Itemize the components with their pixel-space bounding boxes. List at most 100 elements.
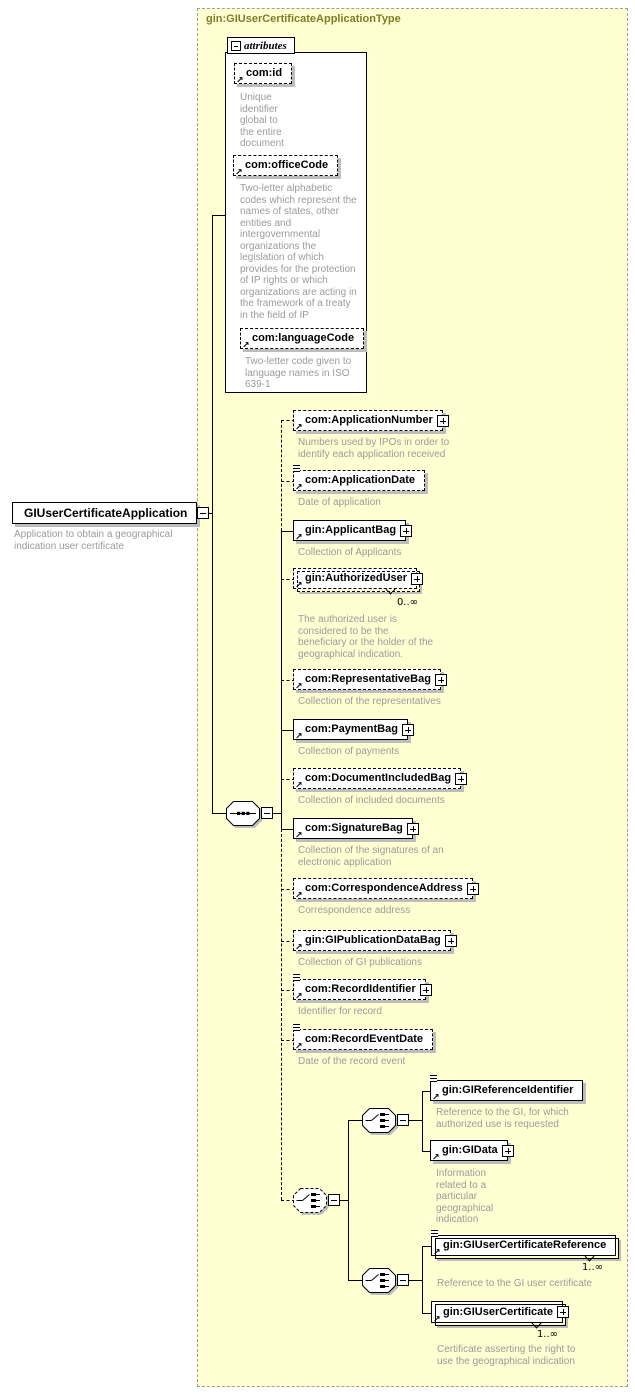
element-doc: Certificate asserting the right to use t… xyxy=(437,1344,576,1367)
element-doc: Collection of the signatures of an elect… xyxy=(298,845,444,868)
element-com-correspondenceaddress[interactable]: com:CorrespondenceAddress xyxy=(293,878,479,901)
attribute-doc: Two-letter alphabetic codes which repres… xyxy=(240,183,357,321)
element-label: GIUserCertificateApplication xyxy=(24,505,188,520)
stub xyxy=(281,481,295,482)
element-com-recordeventdate[interactable]: com:RecordEventDate xyxy=(293,1024,433,1052)
expand-plus-icon[interactable] xyxy=(444,934,457,947)
expand-plus-icon[interactable] xyxy=(400,524,413,537)
ref-arrow-icon xyxy=(295,481,303,493)
connector xyxy=(409,1280,422,1281)
stub xyxy=(281,579,295,580)
ref-arrow-icon xyxy=(295,531,303,543)
choice-node-icon[interactable] xyxy=(362,1108,396,1133)
stub xyxy=(422,1313,432,1314)
element-com-documentincludedbag[interactable]: com:DocumentIncludedBag xyxy=(293,768,468,791)
element-label: com:ApplicationNumber xyxy=(305,414,433,426)
sequence-node-icon[interactable] xyxy=(226,801,260,826)
stub xyxy=(281,941,295,942)
attribute-doc: Two-letter code given to language names … xyxy=(245,356,352,390)
choice-branch-line xyxy=(348,1120,349,1280)
element-label: com:RecordEventDate xyxy=(305,1033,423,1045)
element-gin-applicantbag[interactable]: gin:ApplicantBag xyxy=(293,520,413,543)
connector-spine xyxy=(212,215,213,813)
element-label: com:PaymentBag xyxy=(305,723,398,735)
expand-plus-icon[interactable] xyxy=(436,414,449,427)
expand-plus-icon[interactable] xyxy=(411,572,424,585)
expand-plus-icon[interactable] xyxy=(557,1306,570,1318)
element-label: gin:GIReferenceIdentifier xyxy=(442,1084,574,1096)
ref-arrow-icon xyxy=(295,779,303,791)
element-com-representativebag[interactable]: com:RepresentativeBag xyxy=(293,669,447,692)
element-doc: Reference to the GI, for which authorize… xyxy=(436,1107,569,1130)
element-doc: Collection of included documents xyxy=(298,795,445,806)
attribute-doc: Unique identifier global to the entire d… xyxy=(240,92,284,149)
element-gin-gireferenceidentifier[interactable]: gin:GIReferenceIdentifier xyxy=(430,1075,584,1101)
expand-plus-icon[interactable] xyxy=(419,983,432,996)
trunk-dashed-bottom xyxy=(281,829,282,1200)
element-com-applicationnumber[interactable]: com:ApplicationNumber xyxy=(293,410,449,431)
collapse-minus-icon[interactable] xyxy=(397,1274,409,1286)
element-label: com:RecordIdentifier xyxy=(305,983,416,995)
element-com-applicationdate[interactable]: com:ApplicationDate xyxy=(293,465,426,493)
collapse-minus-icon[interactable] xyxy=(328,1194,340,1206)
stub xyxy=(281,990,295,991)
element-label: gin:GIUserCertificateReference xyxy=(443,1239,607,1251)
attribute-com-officecode[interactable]: com:officeCode xyxy=(233,155,339,178)
text-content-icon xyxy=(293,465,300,472)
ref-arrow-icon xyxy=(295,889,303,901)
connector xyxy=(409,1120,422,1121)
expand-plus-icon[interactable] xyxy=(401,723,414,736)
element-gin-giusercertificate[interactable]: gin:GIUserCertificate xyxy=(431,1301,570,1329)
text-content-icon xyxy=(431,1230,438,1237)
element-gin-authorizeduser[interactable]: gin:AuthorizedUser xyxy=(293,568,424,595)
attributes-panel-header: attributes xyxy=(227,37,295,54)
trunk-dashed-top xyxy=(281,420,282,531)
cardinality: 1..∞ xyxy=(581,1262,603,1273)
collapse-minus-icon[interactable] xyxy=(261,807,273,819)
stub xyxy=(281,680,295,681)
element-gin-gipublicationdatabag[interactable]: gin:GIPublicationDataBag xyxy=(293,930,457,951)
ref-arrow-icon xyxy=(295,680,303,692)
element-doc: Application to obtain a geographical ind… xyxy=(14,529,173,552)
ref-arrow-icon xyxy=(235,166,243,178)
stub xyxy=(348,1120,362,1121)
expand-plus-icon[interactable] xyxy=(406,822,419,835)
cardinality: 1..∞ xyxy=(536,1329,558,1340)
expand-plus-icon[interactable] xyxy=(501,1144,514,1157)
element-com-paymentbag[interactable]: com:PaymentBag xyxy=(293,719,414,740)
attribute-com-id[interactable]: com:id xyxy=(234,63,293,84)
stub xyxy=(422,1151,432,1152)
cardinality: 0..∞ xyxy=(396,597,418,608)
stub xyxy=(281,531,295,532)
element-doc: Date of the record event xyxy=(298,1056,406,1067)
expand-plus-icon[interactable] xyxy=(466,882,479,895)
complex-type-label: gin:GIUserCertificateApplicationType xyxy=(206,13,401,25)
attribute-label: com:id xyxy=(246,67,283,79)
stub xyxy=(422,1246,432,1247)
collapse-minus-icon[interactable] xyxy=(397,1114,409,1126)
element-com-signaturebag[interactable]: com:SignatureBag xyxy=(293,818,419,841)
branch-line xyxy=(422,1091,423,1151)
element-label: gin:GIData xyxy=(442,1144,498,1156)
connector-attributes-stub xyxy=(212,215,225,216)
element-label: com:SignatureBag xyxy=(305,822,403,834)
ref-arrow-icon xyxy=(295,1040,303,1052)
collapse-minus-icon[interactable] xyxy=(231,41,241,51)
collapse-minus-icon[interactable] xyxy=(197,507,210,519)
element-doc: Collection of Applicants xyxy=(298,547,402,558)
element-doc: Collection of payments xyxy=(298,746,400,757)
element-gin-giusercertificatereference[interactable]: gin:GIUserCertificateReference xyxy=(431,1230,620,1262)
expand-plus-icon[interactable] xyxy=(455,772,468,785)
text-content-icon xyxy=(293,974,300,981)
element-gin-gidata[interactable]: gin:GIData xyxy=(430,1140,514,1161)
element-label: gin:GIPublicationDataBag xyxy=(305,934,441,946)
element-giusercertificateapplication[interactable]: GIUserCertificateApplication xyxy=(12,502,210,524)
ref-arrow-icon xyxy=(295,829,303,841)
choice-node-icon[interactable] xyxy=(362,1268,396,1293)
element-label: gin:AuthorizedUser xyxy=(305,572,408,584)
choice-node-icon[interactable] xyxy=(293,1188,327,1213)
element-com-recordidentifier[interactable]: com:RecordIdentifier xyxy=(293,974,432,1000)
attribute-label: com:officeCode xyxy=(245,159,329,171)
attribute-com-languagecode[interactable]: com:languageCode xyxy=(240,328,365,349)
expand-plus-icon[interactable] xyxy=(434,673,447,686)
